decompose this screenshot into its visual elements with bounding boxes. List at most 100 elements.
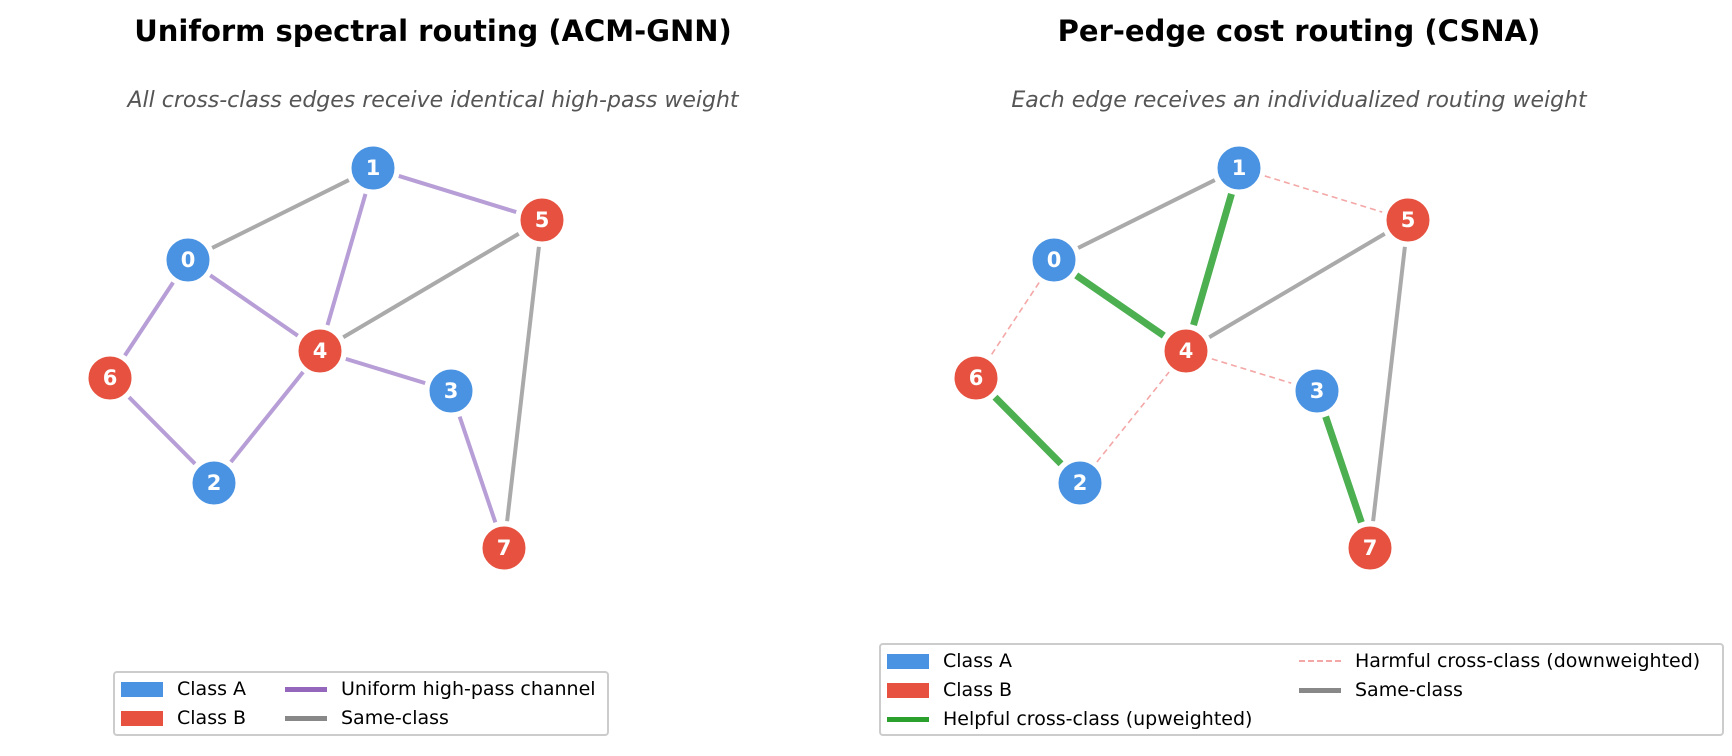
legend-label: Same-class xyxy=(1355,679,1463,701)
node-label: 7 xyxy=(1363,536,1378,560)
edge-2-4-uniform xyxy=(229,370,305,464)
node-label: 0 xyxy=(1047,248,1062,272)
node-label: 2 xyxy=(1073,471,1088,495)
edge-4-5-same xyxy=(1208,231,1386,340)
legend-label: Harmful cross-class (downweighted) xyxy=(1355,650,1701,672)
legend-item-class-b: Class B xyxy=(887,677,1012,703)
node-circle xyxy=(85,353,135,403)
node-4: 4 xyxy=(295,326,345,376)
node-circle xyxy=(1214,143,1264,193)
node-circle xyxy=(1055,458,1105,508)
edge-3-7-uniform xyxy=(457,415,498,524)
node-circle xyxy=(517,195,567,245)
legend-item-harmful: Harmful cross-class (downweighted) xyxy=(1299,648,1700,674)
legend-label: Same-class xyxy=(341,707,449,729)
edge-6-2-helpful xyxy=(992,394,1064,467)
node-label: 7 xyxy=(497,536,512,560)
node-5: 5 xyxy=(517,195,567,245)
node-circle xyxy=(1345,523,1395,573)
left-panel: Uniform spectral routing (ACM-GNN) All c… xyxy=(85,14,739,736)
legend: Class A Class B Uniform high-pass channe… xyxy=(113,671,609,736)
node-circle xyxy=(295,326,345,376)
node-label: 6 xyxy=(103,366,118,390)
edge-3-7-helpful xyxy=(1322,415,1365,524)
node-label: 0 xyxy=(181,248,196,272)
panel-title: Per-edge cost routing (CSNA) xyxy=(1057,14,1541,48)
helpful-line-swatch xyxy=(887,712,929,727)
node-1: 1 xyxy=(348,143,398,193)
node-label: 5 xyxy=(1401,208,1416,232)
graph-per-edge-routing: 0 1 2 3 4 5 6 7 xyxy=(951,143,1433,573)
panel-subtitle: All cross-class edges receive identical … xyxy=(127,88,739,113)
node-label: 2 xyxy=(207,471,222,495)
legend-item-same-class: Same-class xyxy=(1299,677,1463,703)
legend-item-same-class: Same-class xyxy=(285,705,449,731)
panel-title: Uniform spectral routing (ACM-GNN) xyxy=(134,14,732,48)
node-1: 1 xyxy=(1214,143,1264,193)
legend-item-helpful: Helpful cross-class (upweighted) xyxy=(887,706,1252,732)
right-panel: Per-edge cost routing (CSNA) Each edge r… xyxy=(866,0,1732,756)
legend-label: Uniform high-pass channel xyxy=(341,678,596,700)
legend-item-class-a: Class A xyxy=(121,676,246,702)
node-circle xyxy=(1383,195,1433,245)
legend-label: Class B xyxy=(943,679,1013,701)
edge-0-4-uniform xyxy=(209,273,299,338)
node-2: 2 xyxy=(189,458,239,508)
node-6: 6 xyxy=(951,353,1001,403)
node-circle xyxy=(1292,366,1342,416)
edge-0-1-same xyxy=(1077,178,1216,250)
edge-1-4-uniform xyxy=(325,193,368,326)
class-b-swatch xyxy=(121,710,163,726)
node-0: 0 xyxy=(163,235,213,285)
edge-0-1-same xyxy=(211,178,350,250)
edge-4-3-harmful xyxy=(1211,358,1292,384)
edge-0-6-uniform xyxy=(123,281,175,357)
node-label: 1 xyxy=(1232,156,1247,180)
legend-label: Helpful cross-class (upweighted) xyxy=(943,708,1253,730)
edge-4-3-uniform xyxy=(345,356,426,386)
node-label: 4 xyxy=(313,339,328,363)
harmful-line-swatch xyxy=(1299,654,1341,669)
legend-label: Class A xyxy=(177,678,247,700)
edge-1-5-uniform xyxy=(398,174,517,214)
legend-item-class-a: Class A xyxy=(887,648,1012,674)
edge-5-7-same xyxy=(505,246,541,522)
node-circle xyxy=(426,366,476,416)
legend-item-class-b: Class B xyxy=(121,705,246,731)
node-label: 1 xyxy=(366,156,381,180)
class-b-swatch xyxy=(887,682,929,698)
class-a-swatch xyxy=(887,653,929,669)
legend-label: Class A xyxy=(943,650,1013,672)
edge-1-4-helpful xyxy=(1190,192,1235,327)
class-a-swatch xyxy=(121,681,163,697)
same-class-line-swatch xyxy=(285,711,327,726)
edge-5-7-same xyxy=(1371,246,1407,522)
node-5: 5 xyxy=(1383,195,1433,245)
node-circle xyxy=(1029,235,1079,285)
edge-0-6-harmful xyxy=(990,282,1040,356)
edge-2-4-harmful xyxy=(1096,371,1170,463)
legend: Class A Class B Helpful cross-class (upw… xyxy=(879,643,1724,736)
edge-4-5-same xyxy=(342,231,520,340)
node-label: 3 xyxy=(1310,379,1325,403)
node-circle xyxy=(951,353,1001,403)
node-circle xyxy=(189,458,239,508)
legend-label: Class B xyxy=(177,707,247,729)
uniform-line-swatch xyxy=(285,682,327,697)
node-2: 2 xyxy=(1055,458,1105,508)
node-label: 6 xyxy=(969,366,984,390)
node-4: 4 xyxy=(1161,326,1211,376)
node-label: 3 xyxy=(444,379,459,403)
node-circle xyxy=(479,523,529,573)
node-3: 3 xyxy=(1292,366,1342,416)
legend-item-uniform: Uniform high-pass channel xyxy=(285,676,596,702)
node-circle xyxy=(348,143,398,193)
same-class-line-swatch xyxy=(1299,683,1341,698)
node-6: 6 xyxy=(85,353,135,403)
graph-uniform-routing: 0 1 2 3 4 5 6 7 xyxy=(85,143,567,573)
node-7: 7 xyxy=(1345,523,1395,573)
node-label: 4 xyxy=(1179,339,1194,363)
edge-0-4-helpful xyxy=(1074,272,1166,339)
node-circle xyxy=(1161,326,1211,376)
node-label: 5 xyxy=(535,208,550,232)
